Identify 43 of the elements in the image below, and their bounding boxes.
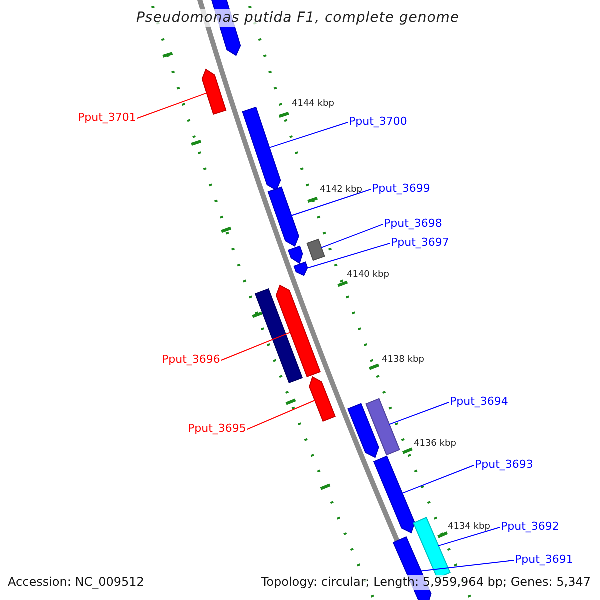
gene-block bbox=[294, 262, 308, 276]
gene-block bbox=[348, 403, 380, 458]
scale-label: 4136 kbp bbox=[414, 439, 456, 450]
gene-label: Pput_3691 bbox=[515, 553, 574, 566]
gene-label: Pput_3699 bbox=[372, 182, 430, 195]
gene-label: Pput_3698 bbox=[384, 217, 442, 230]
gene-block bbox=[268, 186, 300, 248]
leader-line bbox=[307, 243, 390, 269]
gene-label: Pput_3696 bbox=[162, 353, 220, 366]
scale-label: 4134 kbp bbox=[448, 522, 490, 533]
leader-line bbox=[320, 224, 384, 248]
gene-block bbox=[306, 238, 326, 262]
scale-label: 4138 kbp bbox=[382, 355, 424, 366]
gene-label: Pput_3700 bbox=[349, 115, 408, 128]
map-title: Pseudomonas putida F1, complete genome bbox=[136, 9, 460, 27]
genome-info-text: Topology: circular; Length: 5,959,964 bp; Genes: 5,347 bbox=[261, 575, 591, 590]
gene-label: Pput_3697 bbox=[391, 236, 450, 249]
leader-line bbox=[388, 402, 450, 426]
gene-block bbox=[366, 398, 400, 456]
gene-label: Pput_3701 bbox=[78, 111, 136, 124]
leader-line bbox=[290, 189, 372, 216]
leader-line bbox=[268, 122, 348, 148]
gene-label: Pput_3693 bbox=[475, 458, 534, 471]
gene-label: Pput_3695 bbox=[188, 422, 246, 435]
genome-info-text: Accession: NC_009512 bbox=[8, 575, 144, 590]
leader-line bbox=[402, 465, 474, 494]
scale-label: 4142 kbp bbox=[320, 185, 362, 196]
leader-line bbox=[246, 400, 316, 430]
gene-block bbox=[242, 106, 282, 191]
leader-line bbox=[136, 92, 208, 119]
gene-block bbox=[276, 284, 322, 378]
gene-block bbox=[202, 68, 227, 116]
scale-label: 4140 kbp bbox=[347, 270, 390, 281]
gene-block bbox=[288, 246, 304, 264]
leader-line bbox=[220, 332, 292, 361]
gene-label: Pput_3692 bbox=[501, 520, 560, 533]
gene-block bbox=[373, 456, 416, 534]
scale-label: 4144 kbp bbox=[292, 99, 334, 110]
leader-line bbox=[438, 527, 500, 547]
leader-line bbox=[420, 560, 514, 572]
gene-block bbox=[309, 376, 336, 422]
gene-label: Pput_3694 bbox=[450, 395, 508, 408]
gene-block bbox=[254, 288, 304, 384]
